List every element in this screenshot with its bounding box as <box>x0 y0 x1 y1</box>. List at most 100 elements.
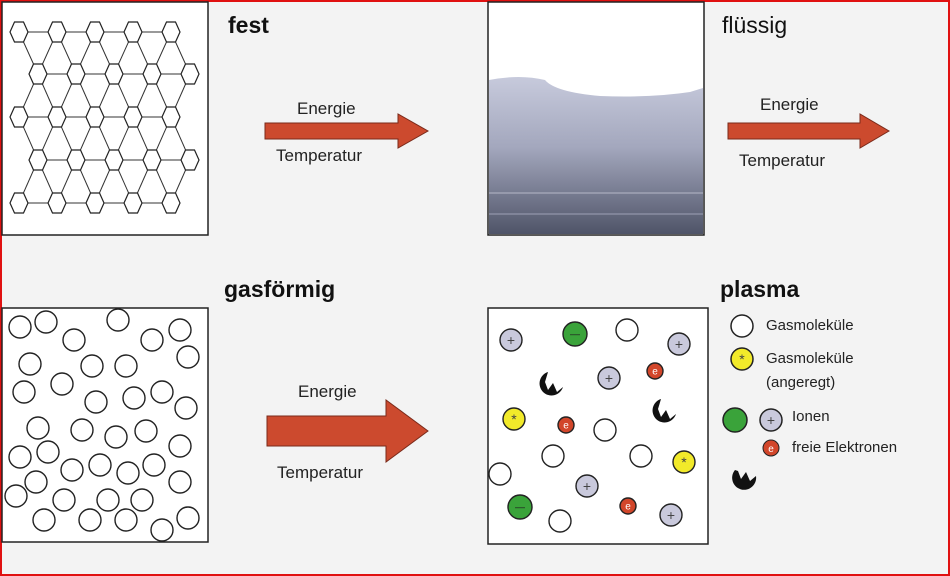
gas-molecule <box>89 454 111 476</box>
gas-molecule <box>13 381 35 403</box>
gas-molecule <box>169 435 191 457</box>
energy-arrow <box>728 114 889 148</box>
svg-text:+: + <box>675 336 683 352</box>
svg-text:e: e <box>768 444 774 455</box>
svg-text:e: e <box>652 367 658 378</box>
arrow-label-energy: Energie <box>760 95 819 115</box>
energy-arrow <box>267 400 428 462</box>
gas-molecule <box>33 509 55 531</box>
lattice-molecule <box>143 64 161 84</box>
negative-ion: — <box>508 495 532 519</box>
gas-molecule <box>37 441 59 463</box>
lattice-molecule <box>124 193 142 213</box>
lattice-molecule <box>48 107 66 127</box>
arrow-label-temperature: Temperatur <box>277 463 363 483</box>
gas-molecule <box>63 329 85 351</box>
gas-molecule <box>131 489 153 511</box>
lattice-molecule <box>143 150 161 170</box>
gas-molecule <box>19 353 41 375</box>
lattice-molecule <box>29 64 47 84</box>
excited-molecule: * <box>673 451 695 473</box>
gas-molecule <box>549 510 571 532</box>
gas-molecule <box>97 489 119 511</box>
svg-text:*: * <box>681 454 687 470</box>
state-title-solid: fest <box>228 12 269 39</box>
lattice-molecule <box>181 64 199 84</box>
lattice-molecule <box>124 22 142 42</box>
lattice-molecule <box>29 150 47 170</box>
gas-molecule <box>105 426 127 448</box>
gas-molecule <box>542 445 564 467</box>
lattice-molecule <box>105 150 123 170</box>
arrow-label-temperature: Temperatur <box>739 151 825 171</box>
gas-molecule <box>35 311 57 333</box>
gas-molecule <box>115 355 137 377</box>
gas-molecule <box>27 417 49 439</box>
excited-molecule: * <box>503 408 525 430</box>
positive-ion: + <box>576 475 598 497</box>
lattice-molecule <box>10 22 28 42</box>
gas-molecule <box>61 459 83 481</box>
positive-ion: + <box>668 333 690 355</box>
gas-molecule <box>177 507 199 529</box>
energy-arrow <box>265 114 428 148</box>
gas-molecule <box>115 509 137 531</box>
legend-fragment-icon <box>732 470 756 490</box>
arrow-label-energy: Energie <box>298 382 357 402</box>
svg-text:+: + <box>605 370 613 386</box>
gas-molecule <box>81 355 103 377</box>
gas-molecule <box>143 454 165 476</box>
lattice-molecule <box>86 193 104 213</box>
state-title-gas: gasförmig <box>224 276 335 303</box>
svg-text:*: * <box>511 411 517 427</box>
gas-molecule <box>169 319 191 341</box>
arrow-label-temperature: Temperatur <box>276 146 362 166</box>
gas-molecule <box>9 316 31 338</box>
lattice-molecule <box>105 64 123 84</box>
positive-ion: + <box>598 367 620 389</box>
gas-molecule <box>175 397 197 419</box>
gas-molecule <box>594 419 616 441</box>
lattice-molecule <box>86 22 104 42</box>
positive-ion: + <box>660 504 682 526</box>
legend-label-excited-note: (angeregt) <box>766 374 835 391</box>
lattice-molecule <box>86 107 104 127</box>
gas-molecule <box>51 373 73 395</box>
free-electron: e <box>558 417 574 433</box>
gas-molecule <box>169 471 191 493</box>
gas-molecule <box>117 462 139 484</box>
gas-molecule <box>141 329 163 351</box>
lattice-molecule <box>162 22 180 42</box>
gas-molecule <box>616 319 638 341</box>
gas-molecule <box>151 519 173 541</box>
lattice-molecule <box>10 193 28 213</box>
negative-ion: — <box>563 322 587 346</box>
lattice-molecule <box>48 22 66 42</box>
legend-label-excited: Gasmoleküle <box>766 350 854 367</box>
svg-text:*: * <box>739 351 745 367</box>
gas-molecule <box>135 420 157 442</box>
lattice-molecule <box>48 193 66 213</box>
gas-molecule <box>489 463 511 485</box>
legend-ion-negative-icon <box>723 408 747 432</box>
state-title-plasma: plasma <box>720 276 799 303</box>
legend-gas-molecule-icon <box>731 315 753 337</box>
lattice-molecule <box>10 107 28 127</box>
state-title-liquid: flüssig <box>722 12 787 39</box>
gas-molecule <box>630 445 652 467</box>
legend-label-gas-molecules: Gasmoleküle <box>766 317 854 334</box>
svg-text:+: + <box>507 332 515 348</box>
lattice-molecule <box>162 107 180 127</box>
liquid-fill <box>489 77 703 234</box>
gas-molecule <box>5 485 27 507</box>
arrow-label-energy: Energie <box>297 99 356 119</box>
gas-molecule <box>79 509 101 531</box>
svg-text:+: + <box>583 478 591 494</box>
gas-molecule <box>53 489 75 511</box>
free-electron: e <box>620 498 636 514</box>
svg-text:+: + <box>667 507 675 523</box>
legend-label-ions: Ionen <box>792 408 830 425</box>
gas-molecule <box>9 446 31 468</box>
legend-label-electrons: freie Elektronen <box>792 439 897 456</box>
